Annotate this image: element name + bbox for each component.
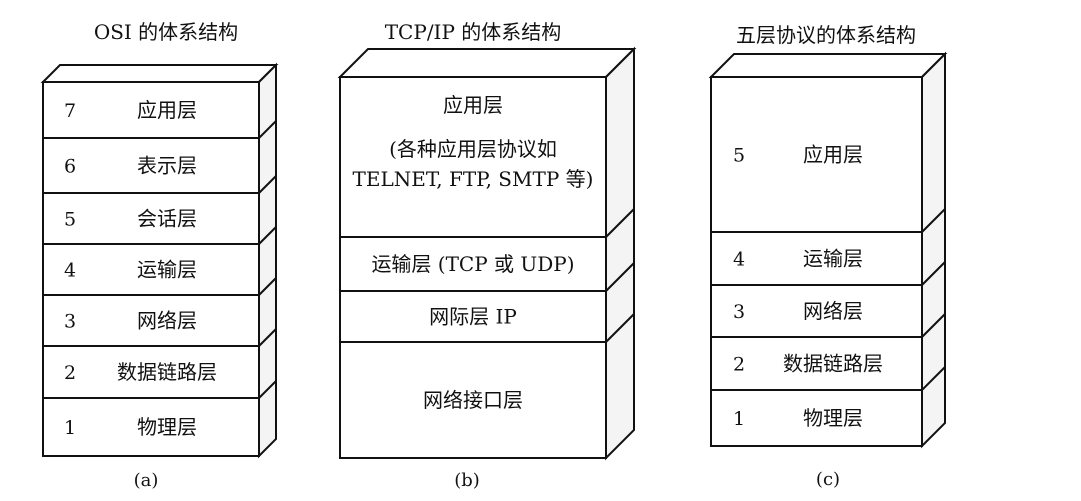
stack-caption: (c) bbox=[816, 469, 840, 490]
layer-side-divider bbox=[605, 262, 635, 292]
layer-name: 物理层 bbox=[137, 415, 197, 439]
layer-name: 应用层 bbox=[803, 143, 863, 167]
layer-number: 4 bbox=[733, 249, 745, 271]
stack-title: 五层协议的体系结构 bbox=[736, 23, 916, 47]
layer-number: 4 bbox=[64, 260, 76, 282]
layer-1: 1 物理层 bbox=[64, 415, 197, 439]
layer-number: 6 bbox=[64, 156, 76, 178]
stack-osi: OSI 的体系结构 7 应用层 6 表示层 5 会话层 4 运输层 3 网络层 2 数据链路层 1 物理层 (… bbox=[40, 20, 279, 491]
layer-2: 2 数据链路层 bbox=[733, 352, 883, 376]
layer-side-divider bbox=[921, 366, 946, 391]
layer-side-divider bbox=[605, 313, 635, 343]
layer-number: 5 bbox=[64, 209, 76, 231]
layer-6: 6 表示层 bbox=[64, 154, 197, 178]
layer-side-divider bbox=[921, 261, 946, 286]
layer-number: 2 bbox=[733, 354, 745, 376]
stack-caption: (a) bbox=[134, 470, 159, 491]
layer-3: 3 网络层 bbox=[733, 299, 863, 323]
layer-4: 网络接口层 bbox=[423, 388, 523, 412]
layer-number: 1 bbox=[733, 408, 745, 430]
layer-side-divider bbox=[258, 277, 277, 296]
layer-number: 7 bbox=[64, 100, 76, 122]
layer-name: 网际层 IP bbox=[429, 305, 517, 329]
layer-name: 网络接口层 bbox=[423, 388, 523, 412]
layer-side-divider bbox=[921, 208, 946, 233]
layer-name: 运输层 bbox=[137, 258, 197, 282]
stack-five-layer: 五层协议的体系结构 5 应用层 4 运输层 3 网络层 2 数据链路层 1 物理层 (c) bbox=[708, 23, 948, 490]
stack-title: TCP/IP 的体系结构 bbox=[385, 20, 562, 44]
layer-5: 5 应用层 bbox=[733, 143, 863, 167]
layer-name: 运输层 (TCP 或 UDP) bbox=[371, 252, 574, 276]
layer-side-divider bbox=[258, 380, 277, 399]
layer-2: 2 数据链路层 bbox=[64, 360, 217, 384]
stack-top-face bbox=[40, 64, 279, 83]
stack-top-face bbox=[708, 53, 948, 78]
layer-number: 2 bbox=[64, 362, 76, 384]
layer-3: 网际层 IP bbox=[429, 305, 517, 329]
layer-name: 运输层 bbox=[803, 247, 863, 271]
layer-2: 运输层 (TCP 或 UDP) bbox=[371, 252, 574, 276]
layer-number: 3 bbox=[733, 301, 745, 323]
stack-side-face bbox=[605, 46, 635, 461]
layer-note: TELNET, FTP, SMTP 等) bbox=[353, 167, 594, 191]
layer-side-divider bbox=[258, 328, 277, 347]
layer-name: 会话层 bbox=[137, 207, 197, 231]
layer-note: (各种应用层协议如 bbox=[389, 137, 557, 161]
layer-4: 4 运输层 bbox=[64, 258, 197, 282]
layer-3: 3 网络层 bbox=[64, 309, 197, 333]
stack-top-face bbox=[337, 48, 637, 78]
layer-number: 3 bbox=[64, 311, 76, 333]
layer-side-divider bbox=[258, 226, 277, 245]
layer-side-divider bbox=[258, 120, 277, 139]
stack-title: OSI 的体系结构 bbox=[94, 20, 238, 44]
stack-front-face bbox=[339, 76, 607, 459]
stack-front-face bbox=[710, 76, 923, 447]
layer-name: 数据链路层 bbox=[117, 360, 217, 384]
stack-front-face bbox=[42, 81, 260, 457]
layer-4: 4 运输层 bbox=[733, 247, 863, 271]
layer-5: 5 会话层 bbox=[64, 207, 197, 231]
layer-name: 应用层 bbox=[443, 93, 503, 117]
layer-1: 应用层 (各种应用层协议如 TELNET, FTP, SMTP 等) bbox=[353, 93, 594, 191]
layer-name: 表示层 bbox=[137, 154, 197, 178]
layer-number: 1 bbox=[64, 417, 76, 439]
layer-side-divider bbox=[605, 208, 635, 238]
layer-number: 5 bbox=[733, 145, 745, 167]
layer-name: 网络层 bbox=[137, 309, 197, 333]
layer-name: 应用层 bbox=[137, 98, 197, 122]
layer-side-divider bbox=[258, 175, 277, 194]
layer-name: 数据链路层 bbox=[783, 352, 883, 376]
layer-name: 网络层 bbox=[803, 299, 863, 323]
layer-7: 7 应用层 bbox=[64, 98, 197, 122]
layer-side-divider bbox=[921, 313, 946, 338]
layer-name: 物理层 bbox=[803, 406, 863, 430]
layer-1: 1 物理层 bbox=[733, 406, 863, 430]
stack-caption: (b) bbox=[454, 470, 480, 491]
